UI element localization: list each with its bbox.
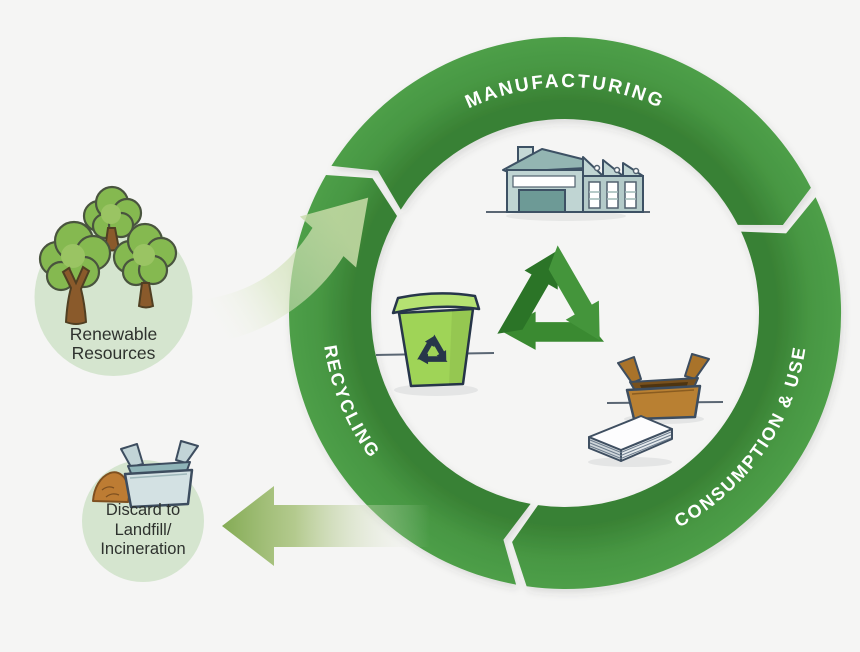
ring-segment-manufacturing: [331, 36, 811, 225]
recycle-bin-icon: [375, 292, 495, 396]
discard-label: Discard to Landfill/ Incineration: [72, 501, 214, 560]
ring-segment-consumption: [512, 197, 842, 589]
cycle-ring: [289, 36, 842, 589]
trees-icon: [38, 185, 178, 325]
renewable-resources-label: Renewable Resources: [33, 325, 194, 363]
recycling-symbol-icon: [490, 240, 617, 350]
ring-segment-recycling: [289, 175, 531, 585]
discard-label-line2: Landfill/: [114, 520, 172, 539]
discard-label-line1: Discard to: [105, 501, 181, 519]
discard-label-line3: Incineration: [100, 540, 186, 558]
discard-output-arrow: [222, 486, 430, 566]
renewable-label-line1: Renewable: [69, 324, 158, 344]
factory-icon: [486, 146, 650, 221]
waste-box-icon: [92, 440, 199, 509]
renewable-label-line2: Resources: [71, 343, 156, 363]
cardboard-box-icon: [606, 353, 724, 424]
renewable-input-arrow: [206, 197, 369, 343]
paper-stack-icon: [588, 415, 673, 467]
